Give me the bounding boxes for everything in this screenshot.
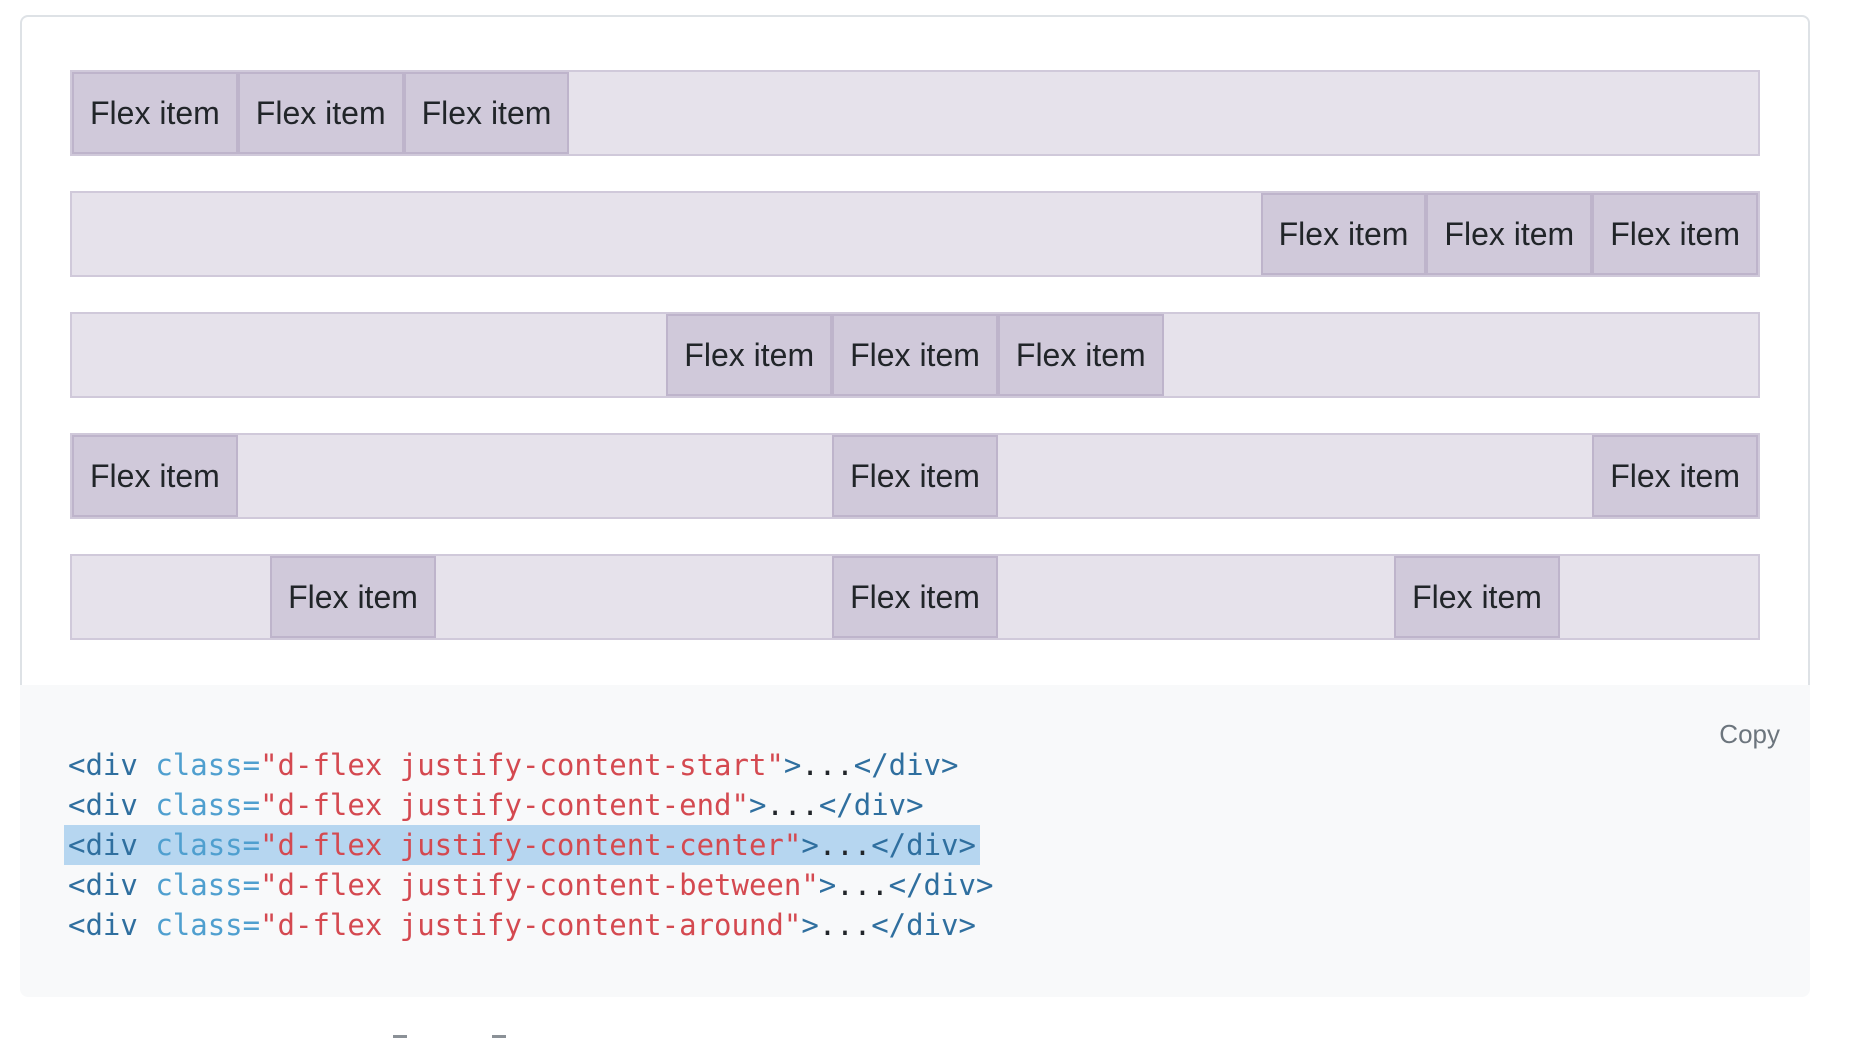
flex-item: Flex item bbox=[832, 556, 998, 638]
code-line-text: <div class="d-flex justify-content-start… bbox=[68, 748, 959, 782]
code-lines: <div class="d-flex justify-content-start… bbox=[64, 745, 1762, 945]
code-line: <div class="d-flex justify-content-start… bbox=[68, 745, 1762, 785]
flex-item: Flex item bbox=[832, 314, 998, 396]
copy-button[interactable]: Copy bbox=[1719, 719, 1780, 749]
flex-item: Flex item bbox=[666, 314, 833, 396]
flex-item: Flex item bbox=[832, 435, 998, 517]
flex-row-justify-between: Flex item Flex item Flex item bbox=[70, 433, 1760, 519]
flex-item: Flex item bbox=[237, 72, 404, 154]
flex-item: Flex item bbox=[1592, 435, 1758, 517]
flex-item: Flex item bbox=[997, 314, 1164, 396]
code-line: <div class="d-flex justify-content-aroun… bbox=[68, 905, 1762, 945]
flex-item: Flex item bbox=[72, 72, 238, 154]
flex-item: Flex item bbox=[1394, 556, 1560, 638]
code-line: <div class="d-flex justify-content-end">… bbox=[68, 785, 1762, 825]
flex-item: Flex item bbox=[1260, 193, 1427, 275]
flex-row-justify-around: Flex item Flex item Flex item bbox=[70, 554, 1760, 640]
flex-item: Flex item bbox=[1592, 193, 1758, 275]
cutoff-text-fragment bbox=[393, 1035, 407, 1038]
code-line-text: <div class="d-flex justify-content-end">… bbox=[68, 788, 924, 822]
code-snippet-block: Copy <div class="d-flex justify-content-… bbox=[20, 685, 1810, 997]
code-line-text: <div class="d-flex justify-content-aroun… bbox=[68, 908, 976, 942]
flex-item: Flex item bbox=[72, 435, 238, 517]
flex-item: Flex item bbox=[270, 556, 436, 638]
code-line: <div class="d-flex justify-content-betwe… bbox=[68, 865, 1762, 905]
flex-item: Flex item bbox=[403, 72, 570, 154]
flex-item: Flex item bbox=[1426, 193, 1593, 275]
cutoff-text-fragment bbox=[492, 1035, 506, 1038]
code-line-selected: <div class="d-flex justify-content-cente… bbox=[64, 825, 1762, 865]
code-line-text: <div class="d-flex justify-content-cente… bbox=[64, 825, 980, 865]
code-line-text: <div class="d-flex justify-content-betwe… bbox=[68, 868, 994, 902]
